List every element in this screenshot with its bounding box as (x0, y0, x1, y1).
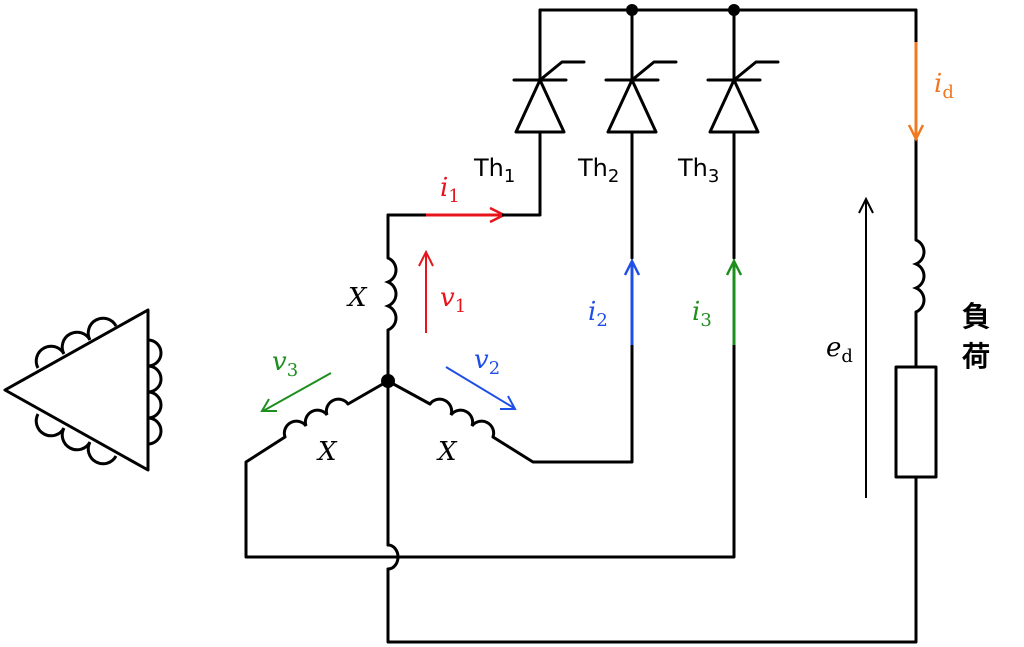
label-reactance-x2: X (436, 437, 458, 467)
top-dc-bus (538, 4, 918, 16)
arrow-i1 (426, 206, 540, 224)
label-ed: ed (826, 333, 853, 367)
phase2-winding (386, 343, 634, 464)
label-th1: Th1 (473, 154, 515, 187)
arrow-i3 (725, 258, 743, 345)
arrow-v3 (260, 372, 332, 412)
arrow-id (907, 42, 925, 142)
label-load-char1: 負 (962, 300, 990, 333)
phase1-winding (384, 213, 428, 383)
arrow-v1 (418, 249, 434, 333)
label-load-char2: 荷 (962, 340, 990, 373)
label-v3: v3 (272, 347, 298, 381)
delta-primary-winding (3, 308, 163, 472)
label-v1: v1 (440, 283, 466, 317)
arrow-v2 (445, 366, 517, 410)
load-branch (894, 8, 938, 479)
label-i3: i3 (692, 297, 712, 331)
label-i1: i1 (440, 173, 460, 207)
label-th3: Th3 (677, 154, 719, 187)
label-id: id (934, 69, 954, 103)
label-reactance-x3: X (316, 437, 338, 467)
label-reactance-x1: X (346, 283, 368, 313)
thyristor-th3 (706, 8, 780, 260)
thyristor-th2 (604, 8, 678, 260)
arrow-ed (858, 196, 874, 498)
load-resistor (894, 365, 938, 479)
thyristor-th1 (512, 8, 586, 217)
label-i2: i2 (588, 297, 608, 331)
neutral-return-wire (386, 379, 918, 644)
arrow-i2 (623, 258, 641, 345)
label-v2: v2 (474, 345, 500, 379)
phase3-winding (244, 343, 736, 559)
label-th2: Th2 (577, 154, 619, 187)
